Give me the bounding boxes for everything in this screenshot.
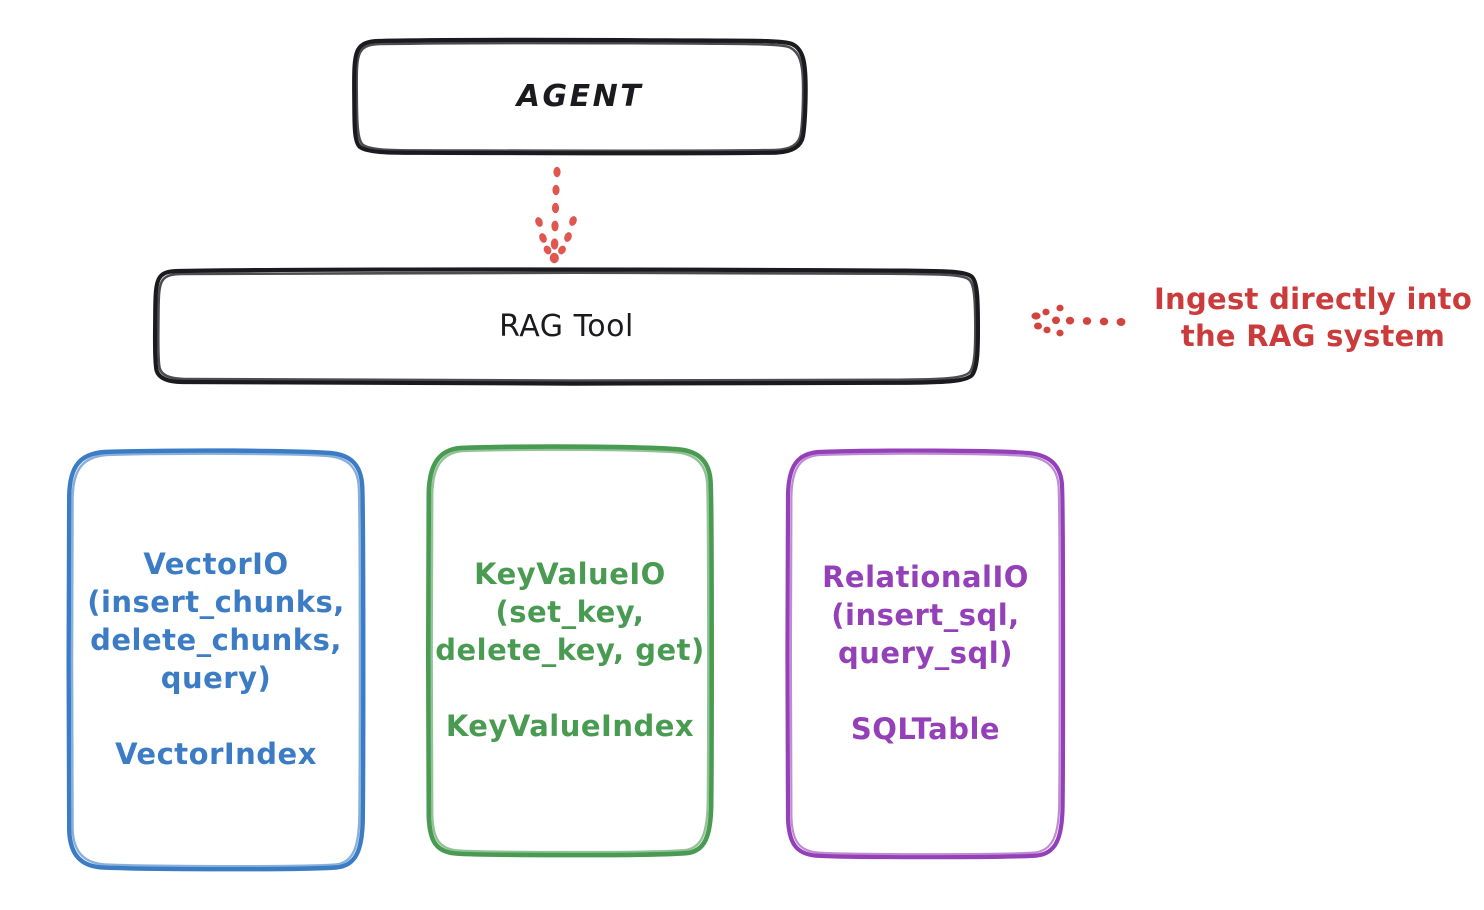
relational-io-node[interactable]: RelationalIO (insert_sql, query_sql) SQL… <box>787 450 1064 856</box>
key-value-io-api-label: KeyValueIO (set_key, delete_key, get) <box>435 557 705 667</box>
ingest-arrow <box>1031 304 1126 337</box>
agent-box-shape[interactable] <box>352 37 808 156</box>
vector-io-index-label: VectorIndex <box>115 737 317 771</box>
relational-io-box-shape[interactable] <box>785 448 1066 860</box>
rag-tool-box-shape[interactable] <box>152 267 981 386</box>
key-value-io-node[interactable]: KeyValueIO (set_key, delete_key, get) Ke… <box>428 446 712 854</box>
key-value-io-box-shape[interactable] <box>425 444 714 858</box>
vector-io-node[interactable]: VectorIO (insert_chunks, delete_chunks, … <box>68 450 364 868</box>
ingest-annotation-text: Ingest directly into the RAG system <box>1153 282 1473 353</box>
vector-io-api-label: VectorIO (insert_chunks, delete_chunks, … <box>87 547 345 695</box>
rag-tool-node-label[interactable]: RAG Tool <box>499 308 634 344</box>
relational-io-index-label: SQLTable <box>850 712 1001 746</box>
vector-io-box-shape[interactable] <box>66 448 366 872</box>
key-value-io-index-label: KeyValueIndex <box>445 709 695 743</box>
agent-node-label[interactable]: AGENT <box>516 79 644 114</box>
agent-to-rag-arrow <box>535 166 577 264</box>
relational-io-api-label: RelationalIO (insert_sql, query_sql) <box>822 560 1029 670</box>
